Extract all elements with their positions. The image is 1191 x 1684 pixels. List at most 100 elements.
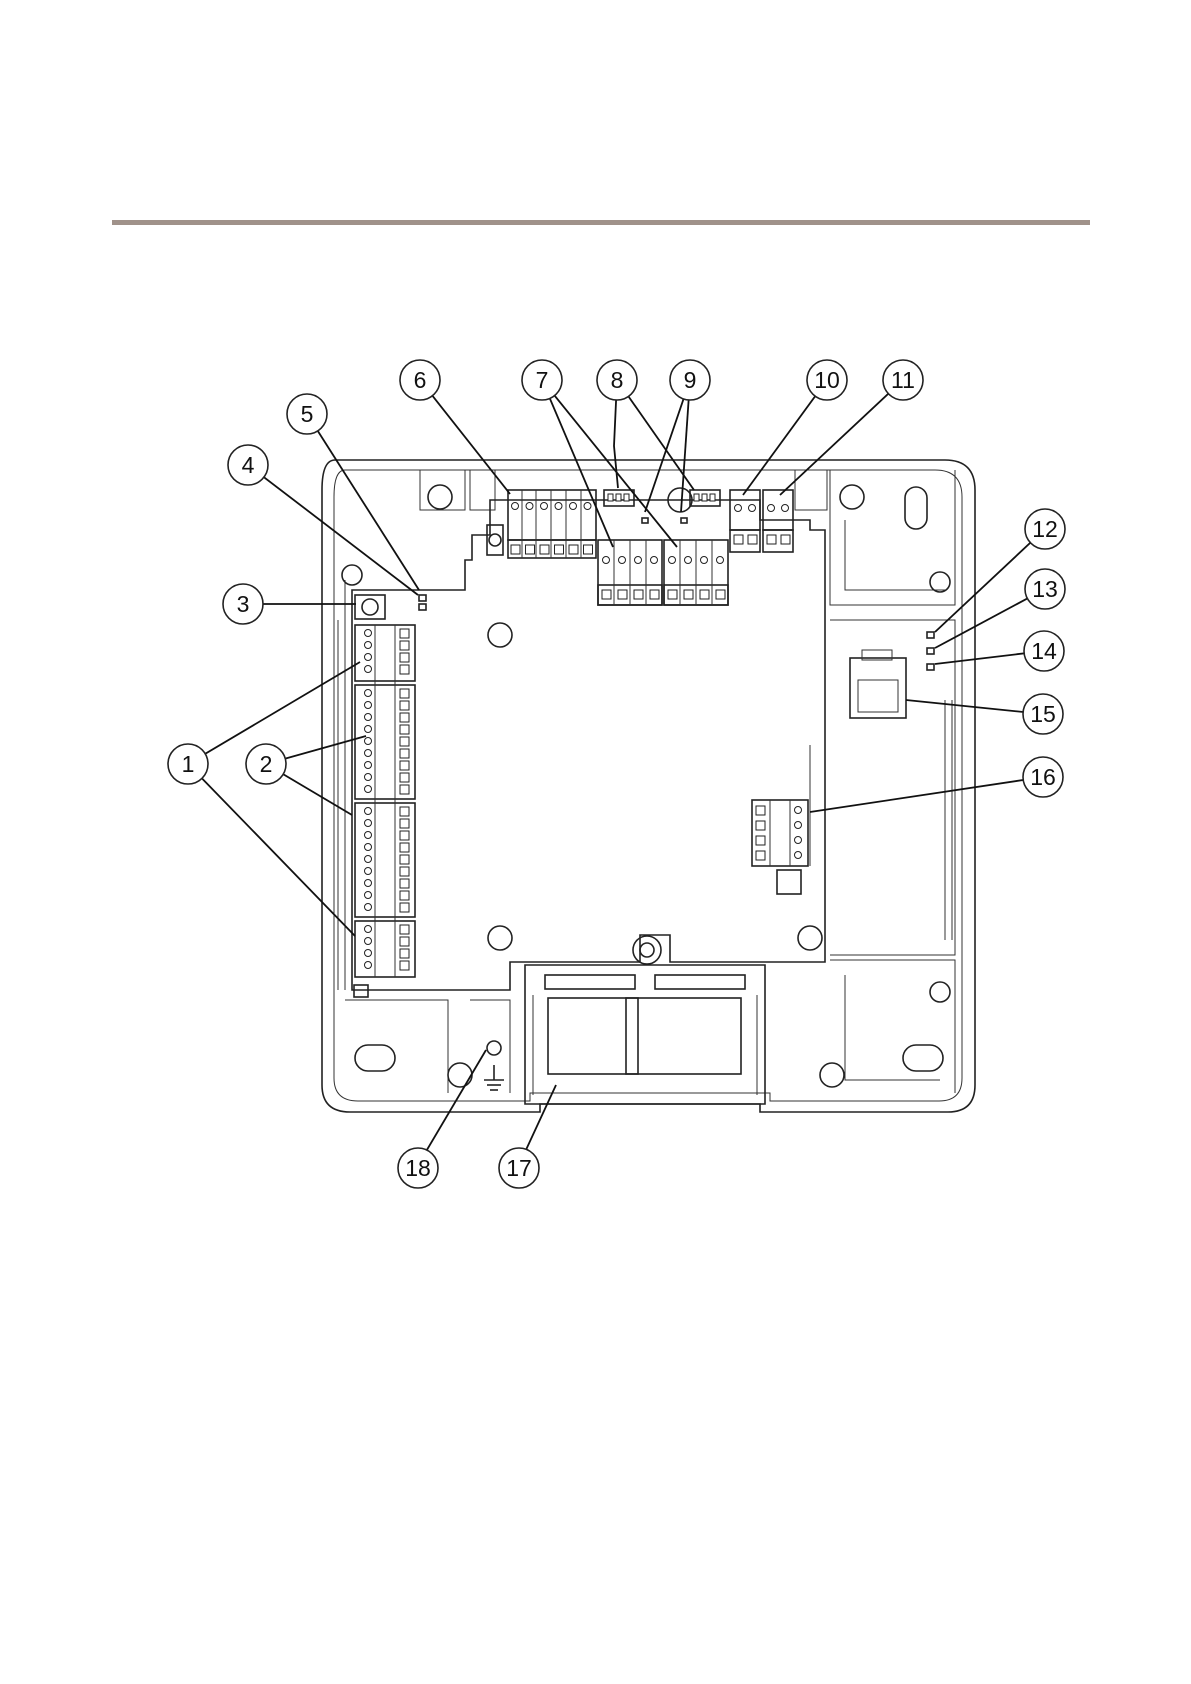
- header-pin: [702, 494, 707, 501]
- terminal-screw: [365, 654, 372, 661]
- terminal-screw: [365, 926, 372, 933]
- terminal-screw: [365, 630, 372, 637]
- terminal-screw: [365, 832, 372, 839]
- terminal-pin: [400, 961, 409, 970]
- callout-7: 7: [522, 360, 562, 400]
- terminal-screw: [512, 503, 519, 510]
- terminal-screw: [795, 807, 802, 814]
- callout-label-18: 18: [405, 1155, 431, 1181]
- header-pin: [608, 494, 613, 501]
- callout-label-9: 9: [684, 367, 697, 393]
- terminal-pin: [400, 641, 409, 650]
- terminal-pin: [400, 725, 409, 734]
- terminal-screw: [795, 837, 802, 844]
- terminal-screw: [365, 880, 372, 887]
- callout-15: 15: [1023, 694, 1063, 734]
- terminal-screw: [717, 557, 724, 564]
- terminal-pin: [400, 891, 409, 900]
- callout-label-8: 8: [611, 367, 624, 393]
- terminal-pin: [400, 773, 409, 782]
- terminal-pin: [555, 545, 564, 554]
- terminal-screw: [701, 557, 708, 564]
- terminal-pin: [400, 689, 409, 698]
- terminal-pin: [734, 535, 743, 544]
- callout-label-14: 14: [1031, 638, 1057, 664]
- terminal-screw: [365, 868, 372, 875]
- callout-2: 2: [246, 744, 286, 784]
- header-pin: [616, 494, 621, 501]
- callout-label-1: 1: [182, 751, 195, 777]
- terminal-pin: [400, 843, 409, 852]
- callout-3: 3: [223, 584, 263, 624]
- terminal-screw: [603, 557, 610, 564]
- terminal-pin: [400, 629, 409, 638]
- callout-label-16: 16: [1030, 764, 1056, 790]
- callout-18: 18: [398, 1148, 438, 1188]
- terminal-screw: [365, 726, 372, 733]
- terminal-screw: [768, 505, 775, 512]
- header-pin: [624, 494, 629, 501]
- callout-label-6: 6: [414, 367, 427, 393]
- terminal-pin: [668, 590, 677, 599]
- terminal-screw: [365, 738, 372, 745]
- terminal-screw: [365, 642, 372, 649]
- terminal-pin: [400, 701, 409, 710]
- terminal-pin: [756, 821, 765, 830]
- callout-label-10: 10: [814, 367, 840, 393]
- terminal-screw: [365, 856, 372, 863]
- callout-label-15: 15: [1030, 701, 1056, 727]
- terminal-pin: [716, 590, 725, 599]
- callout-14: 14: [1024, 631, 1064, 671]
- terminal-pin: [400, 761, 409, 770]
- terminal-pin: [400, 819, 409, 828]
- terminal-pin: [400, 785, 409, 794]
- terminal-screw: [669, 557, 676, 564]
- terminal-screw: [365, 762, 372, 769]
- terminal-screw: [526, 503, 533, 510]
- terminal-pin: [400, 903, 409, 912]
- terminal-pin: [400, 867, 409, 876]
- terminal-screw: [365, 938, 372, 945]
- terminal-screw: [782, 505, 789, 512]
- terminal-screw: [365, 786, 372, 793]
- network-connector: [850, 650, 906, 718]
- callout-6: 6: [400, 360, 440, 400]
- terminal-screw: [365, 666, 372, 673]
- callout-1: 1: [168, 744, 208, 784]
- terminal-pin: [618, 590, 627, 599]
- terminal-pin: [569, 545, 578, 554]
- terminal-pin: [400, 949, 409, 958]
- terminal-pin: [400, 737, 409, 746]
- callout-label-4: 4: [242, 452, 255, 478]
- callout-10: 10: [807, 360, 847, 400]
- header-pin: [710, 494, 715, 501]
- terminal-screw: [541, 503, 548, 510]
- terminal-pin: [650, 590, 659, 599]
- terminal-pin: [540, 545, 549, 554]
- terminal-pin: [400, 855, 409, 864]
- callout-12: 12: [1025, 509, 1065, 549]
- terminal-pin: [400, 831, 409, 840]
- terminal-screw: [365, 690, 372, 697]
- terminal-pin: [684, 590, 693, 599]
- callout-4: 4: [228, 445, 268, 485]
- terminal-pin: [756, 836, 765, 845]
- callout-label-17: 17: [506, 1155, 532, 1181]
- terminal-screw: [365, 892, 372, 899]
- callout-label-13: 13: [1032, 576, 1058, 602]
- terminal-pin: [584, 545, 593, 554]
- terminal-pin: [634, 590, 643, 599]
- terminal-pin: [400, 713, 409, 722]
- callout-label-5: 5: [301, 401, 314, 427]
- callout-11: 11: [883, 360, 923, 400]
- terminal-pin: [748, 535, 757, 544]
- circuit-board: [352, 488, 934, 997]
- callout-5: 5: [287, 394, 327, 434]
- terminal-screw: [555, 503, 562, 510]
- terminal-screw: [365, 950, 372, 957]
- terminal-screw: [570, 503, 577, 510]
- terminal-pin: [400, 749, 409, 758]
- terminal-pin: [756, 851, 765, 860]
- terminal-pin: [400, 807, 409, 816]
- callout-17: 17: [499, 1148, 539, 1188]
